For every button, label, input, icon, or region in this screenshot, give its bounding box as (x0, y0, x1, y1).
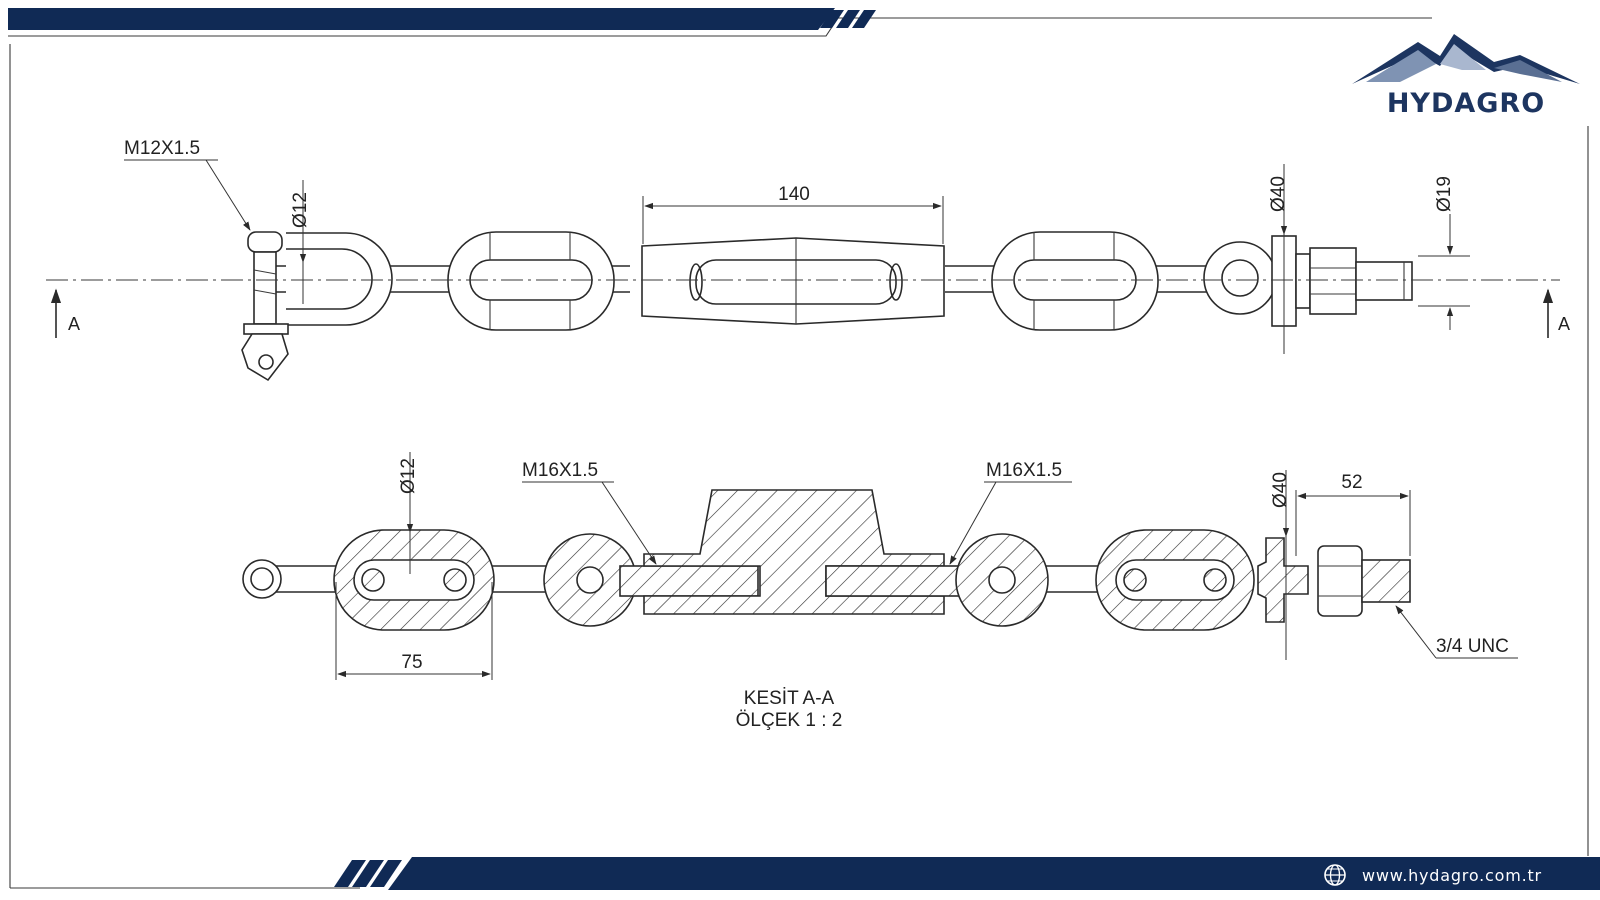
eye-end-left (242, 559, 282, 599)
dim-washer-diameter: Ø40 (1268, 176, 1289, 212)
mountain-logo-icon (1352, 34, 1580, 84)
website-text: www.hydagro.com.tr (1362, 866, 1542, 885)
website-link[interactable]: www.hydagro.com.tr (1324, 864, 1542, 886)
header-band (8, 8, 876, 30)
chain-link (447, 231, 615, 331)
brand-logo: HYDAGRO (1352, 34, 1580, 119)
section-view: Ø12 M16X1.5 M16X1.5 Ø40 52 75 3/4 UNC KE… (242, 452, 1518, 731)
dim-pin-diameter: Ø12 (290, 192, 311, 228)
pin-head (247, 231, 283, 253)
section-marker-left: A (68, 314, 80, 334)
clevis-top (286, 232, 393, 326)
dim-link-length: 75 (401, 652, 422, 673)
footer-band (334, 857, 1600, 890)
brand-name: HYDAGRO (1387, 88, 1545, 119)
section-marker-right: A (1558, 314, 1570, 334)
turnbuckle-sleeve (641, 237, 945, 325)
thread-label-m12: M12X1.5 (124, 138, 200, 159)
bolt-section (1361, 559, 1411, 603)
hex-nut (1309, 247, 1357, 315)
top-view: A A M12X1.5 Ø12 140 Ø40 Ø19 (46, 138, 1570, 382)
dim-bolt-diameter: Ø19 (1434, 176, 1455, 212)
dim-bolt-length: 52 (1341, 472, 1362, 493)
chain-link (991, 231, 1159, 331)
thread-label-unc: 3/4 UNC (1436, 636, 1509, 657)
washer-section (1257, 537, 1309, 623)
sheet-frame (8, 17, 1589, 889)
hex-nut-section (1317, 545, 1363, 617)
dim-washer-diameter-section: Ø40 (1270, 472, 1291, 508)
dim-link-diameter: Ø12 (398, 458, 419, 494)
section-caption-scale: ÖLÇEK 1 : 2 (736, 710, 843, 731)
thread-label-m16-right: M16X1.5 (986, 460, 1062, 481)
dim-sleeve-length: 140 (778, 184, 810, 205)
lynch-pin (241, 333, 289, 382)
globe-icon (1324, 864, 1346, 886)
eye-end (1203, 241, 1277, 315)
bolt (1355, 261, 1413, 301)
section-caption-title: KESİT A-A (744, 688, 835, 709)
thread-label-m16-left: M16X1.5 (522, 460, 598, 481)
